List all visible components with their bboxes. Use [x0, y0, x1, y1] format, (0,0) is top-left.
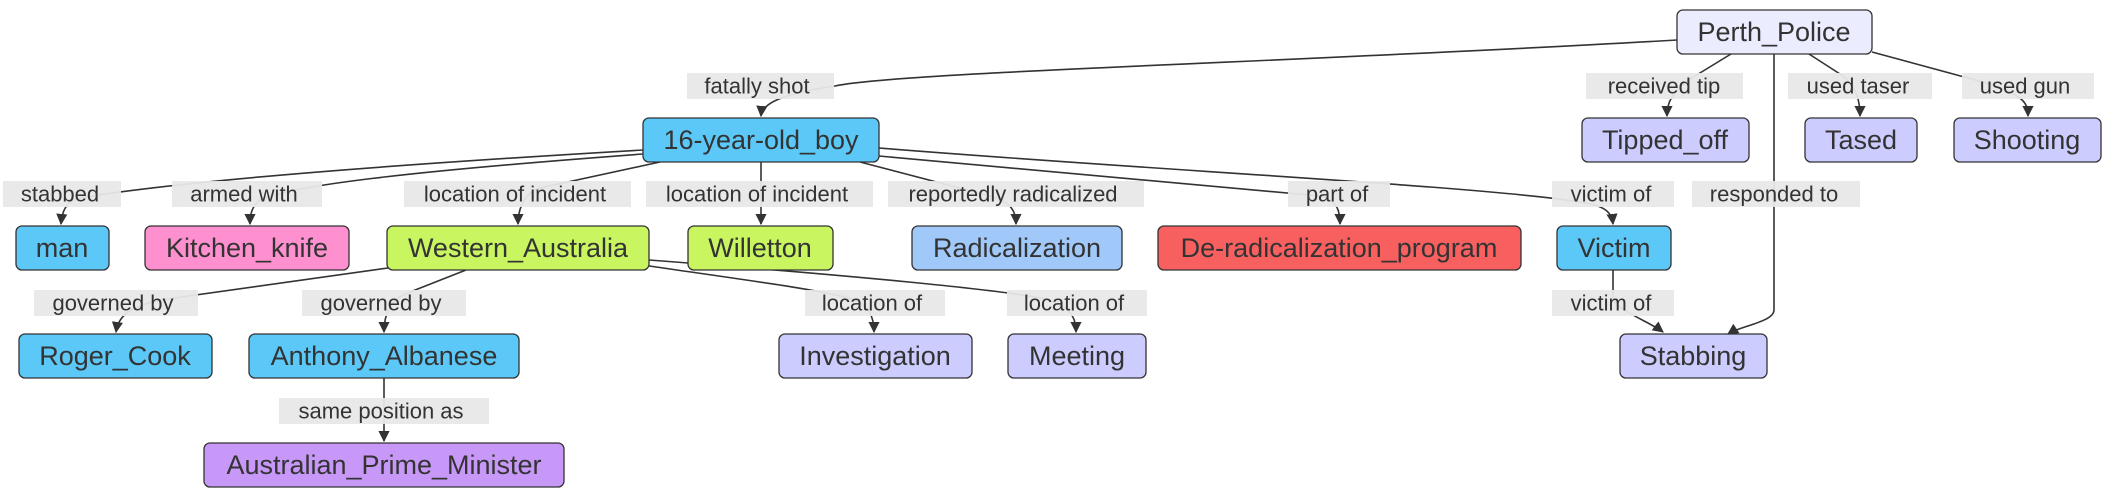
svg-text:victim of: victim of	[1571, 291, 1653, 316]
edge-label-victim-of-victim: victim of	[1552, 290, 1674, 316]
edge-label-used-taser: used taser	[1788, 73, 1932, 99]
edge-label-governed-by-albanese: governed by	[302, 290, 466, 316]
node-box	[687, 225, 834, 271]
svg-text:used gun: used gun	[1980, 74, 2071, 99]
svg-text:location of: location of	[822, 291, 923, 316]
node-australian-prime-minister: Australian_Prime_Minister	[203, 442, 565, 488]
svg-text:Meeting: Meeting	[1029, 341, 1125, 371]
node-box	[1804, 117, 1918, 163]
node-box	[642, 117, 880, 163]
edge-label-reportedly-radicalized: reportedly radicalized	[888, 181, 1144, 207]
svg-text:governed by: governed by	[52, 291, 173, 316]
svg-text:part of: part of	[1306, 182, 1369, 207]
node-box	[1581, 117, 1750, 163]
node-box	[1157, 225, 1522, 271]
node-shooting: Shooting	[1953, 117, 2102, 163]
svg-text:victim of: victim of	[1571, 182, 1653, 207]
node-box	[1953, 117, 2102, 163]
svg-text:location of incident: location of incident	[424, 182, 606, 207]
node-anthony-albanese: Anthony_Albanese	[248, 333, 520, 379]
edge-label-part-of: part of	[1288, 181, 1390, 207]
node-box	[15, 225, 110, 271]
edge-fatally-shot	[756, 39, 1678, 118]
svg-text:man: man	[36, 233, 89, 263]
edge-label-stabbed: stabbed	[3, 181, 121, 207]
node-16-year-old-boy: 16-year-old_boy	[642, 117, 880, 163]
node-man: man	[15, 225, 110, 271]
svg-text:Western_Australia: Western_Australia	[408, 233, 629, 263]
edge-label-armed-with: armed with	[172, 181, 322, 207]
edge-label-location-of-incident-willetton: location of incident	[646, 181, 873, 207]
nodes: Perth_Police 16-year-old_boy Tipped_off …	[15, 9, 2102, 488]
svg-text:responded to: responded to	[1710, 182, 1838, 207]
node-box	[144, 225, 350, 271]
edge-responded-to	[1727, 54, 1775, 335]
svg-text:Australian_Prime_Minister: Australian_Prime_Minister	[226, 450, 541, 480]
node-western-australia: Western_Australia	[386, 225, 650, 271]
edge-label-victim-of-boy: victim of	[1552, 181, 1674, 207]
edge-label-received-tip: received tip	[1586, 73, 1743, 99]
node-meeting: Meeting	[1007, 333, 1147, 379]
svg-text:location of incident: location of incident	[666, 182, 848, 207]
node-perth-police: Perth_Police	[1676, 9, 1873, 55]
svg-text:Stabbing: Stabbing	[1640, 341, 1747, 371]
edge-label-used-gun: used gun	[1962, 73, 2094, 99]
svg-text:stabbed: stabbed	[21, 182, 99, 207]
svg-text:reportedly radicalized: reportedly radicalized	[908, 182, 1117, 207]
node-de-radicalization-program: De-radicalization_program	[1157, 225, 1522, 271]
svg-text:Investigation: Investigation	[799, 341, 951, 371]
node-box	[1676, 9, 1873, 55]
svg-text:Roger_Cook: Roger_Cook	[39, 341, 191, 371]
svg-text:De-radicalization_program: De-radicalization_program	[1181, 233, 1498, 263]
node-willetton: Willetton	[687, 225, 834, 271]
svg-text:Perth_Police: Perth_Police	[1697, 17, 1850, 47]
svg-text:Tased: Tased	[1825, 125, 1897, 155]
node-tased: Tased	[1804, 117, 1918, 163]
node-tipped-off: Tipped_off	[1581, 117, 1750, 163]
edge-label-fatally-shot: fatally shot	[687, 73, 834, 99]
node-box	[386, 225, 650, 271]
edge-label-location-of-incident-wa: location of incident	[404, 181, 631, 207]
edge-label-location-of-investigation: location of	[805, 290, 945, 316]
svg-text:Kitchen_knife: Kitchen_knife	[166, 233, 328, 263]
node-kitchen-knife: Kitchen_knife	[144, 225, 350, 271]
svg-text:Willetton: Willetton	[708, 233, 812, 263]
node-box	[18, 333, 213, 379]
svg-text:fatally shot: fatally shot	[704, 74, 809, 99]
svg-text:location of: location of	[1024, 291, 1125, 316]
node-box	[248, 333, 520, 379]
node-roger-cook: Roger_Cook	[18, 333, 213, 379]
node-box	[203, 442, 565, 488]
svg-text:armed with: armed with	[190, 182, 298, 207]
node-box	[1619, 333, 1768, 379]
svg-text:same position as: same position as	[298, 399, 463, 424]
edge-label-governed-by-cook: governed by	[34, 290, 198, 316]
edge-label-responded-to: responded to	[1692, 181, 1860, 207]
svg-text:Anthony_Albanese: Anthony_Albanese	[271, 341, 498, 371]
svg-text:Shooting: Shooting	[1974, 125, 2081, 155]
svg-text:Tipped_off: Tipped_off	[1602, 125, 1729, 155]
node-victim: Victim	[1556, 225, 1672, 271]
node-box	[1007, 333, 1147, 379]
edge-labels: fatally shot received tip used taser use…	[3, 73, 2094, 424]
edge-label-location-of-meeting: location of	[1007, 290, 1147, 316]
edge-label-same-position-as: same position as	[279, 398, 489, 424]
svg-text:Radicalization: Radicalization	[933, 233, 1101, 263]
node-stabbing: Stabbing	[1619, 333, 1768, 379]
svg-text:used taser: used taser	[1807, 74, 1910, 99]
svg-text:received tip: received tip	[1608, 74, 1721, 99]
svg-text:16-year-old_boy: 16-year-old_boy	[663, 125, 859, 155]
node-box	[1556, 225, 1672, 271]
svg-text:Victim: Victim	[1577, 233, 1650, 263]
node-box	[911, 225, 1123, 271]
node-investigation: Investigation	[778, 333, 973, 379]
node-radicalization: Radicalization	[911, 225, 1123, 271]
node-box	[778, 333, 973, 379]
svg-text:governed by: governed by	[320, 291, 441, 316]
